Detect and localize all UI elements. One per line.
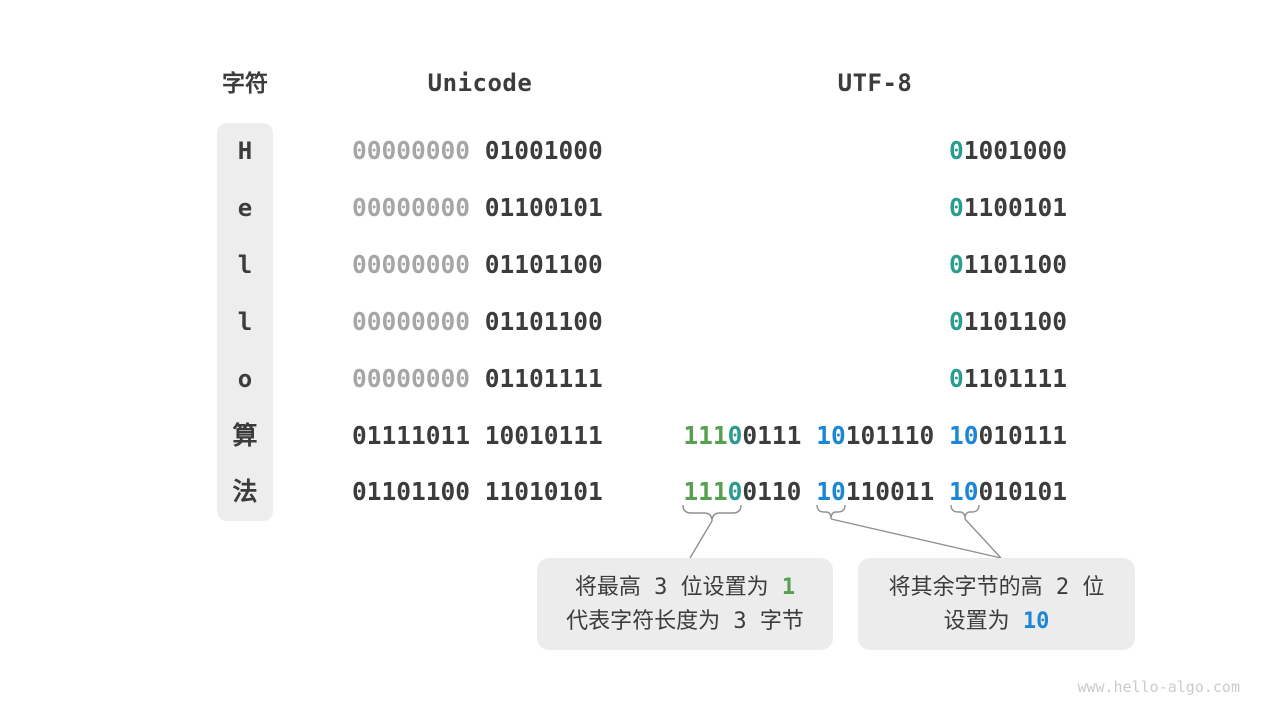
binary-segment-green: 111 (683, 420, 728, 450)
callout-text: 字节 (759, 608, 804, 633)
binary-segment-dark: 01101100 (470, 306, 603, 336)
binary-segment-dark: 01101100 (470, 249, 603, 279)
binary-segment-teal: 0 (948, 249, 964, 279)
callout-text: 位设置为 (680, 574, 769, 599)
connector-line-byte2 (830, 518, 1002, 559)
binary-segment-dark: 1001000 (963, 136, 1067, 165)
binary-segment-dark: 1101100 (963, 249, 1067, 279)
binary-segment-gray: 00000000 (352, 363, 471, 393)
binary-segment-dark: 0111 (742, 420, 817, 450)
callout-text (769, 575, 782, 600)
binary-segment-teal: 0 (948, 363, 964, 393)
binary-segment-green: 111 (683, 477, 728, 507)
binary-segment-dark: 101110 (845, 420, 949, 450)
char-cell: 算 (232, 421, 258, 450)
binary-segment-dark: 01111011 10010111 (352, 420, 603, 450)
binary-segment-teal: 0 (948, 306, 964, 336)
binary-segment-blue: 10 (816, 420, 846, 450)
column-header-char: 字符 (222, 70, 268, 96)
unicode-cell: 00000000 01101100 (352, 305, 603, 339)
callout-3bit-prefix: 将最高 3 位设置为 1 代表字符长度为 3 字节 (537, 558, 833, 650)
connector-line-byte3 (964, 518, 1002, 559)
callout-line: 将其余字节的高 2 位 (889, 570, 1105, 604)
char-cell: l (237, 307, 253, 336)
binary-segment-dark: 0110 (742, 477, 817, 507)
callout-text: 设置为 (943, 608, 1010, 633)
binary-segment-gray: 00000000 (352, 136, 471, 165)
char-cell: e (237, 193, 253, 222)
binary-segment-gray: 00000000 (352, 306, 471, 336)
utf8-cell: 01101100 (949, 305, 1067, 339)
watermark: www.hello-algo.com (1077, 678, 1240, 696)
callout-accent-bits: 10 (1022, 609, 1050, 634)
binary-segment-teal: 0 (948, 192, 964, 222)
char-column-background (217, 123, 273, 521)
connector-line-prefix (689, 520, 713, 559)
unicode-cell: 00000000 01001000 (352, 134, 603, 168)
callout-text: 将最高 (574, 574, 641, 599)
binary-segment-dark: 110011 (845, 477, 949, 507)
binary-segment-dark: 1101111 (963, 363, 1067, 393)
utf8-cell: 11100110 10110011 10010101 (683, 475, 1067, 509)
char-cell: l (237, 250, 253, 279)
binary-segment-teal: 0 (727, 477, 743, 507)
binary-segment-blue: 10 (816, 477, 846, 507)
callout-continuation-prefix: 将其余字节的高 2 位 设置为 10 (858, 558, 1135, 650)
binary-segment-gray: 00000000 (352, 192, 471, 222)
callout-line: 设置为 10 (944, 604, 1050, 638)
binary-segment-dark: 01101111 (470, 363, 603, 393)
unicode-cell: 01111011 10010111 (352, 419, 603, 453)
binary-segment-dark: 01101100 11010101 (352, 477, 603, 507)
utf8-cell: 01001000 (949, 134, 1067, 168)
binary-segment-blue: 10 (948, 420, 979, 450)
column-header-unicode: Unicode (427, 69, 533, 97)
char-cell: o (237, 364, 253, 393)
callout-text (1010, 609, 1023, 634)
callout-line: 代表字符长度为 3 字节 (566, 604, 804, 638)
binary-segment-dark: 010101 (978, 477, 1067, 507)
binary-segment-gray: 00000000 (352, 249, 471, 279)
callout-text: 将其余字节的高 (888, 574, 1043, 599)
callout-text: 代表字符长度为 (566, 608, 721, 633)
utf8-cell: 01100101 (949, 191, 1067, 225)
callout-accent-bits: 1 (781, 575, 796, 600)
char-cell: 法 (232, 478, 258, 507)
callout-text: 2 (1042, 575, 1083, 600)
binary-segment-dark: 01001000 (470, 136, 603, 165)
unicode-cell: 00000000 01100101 (352, 191, 603, 225)
unicode-cell: 00000000 01101111 (352, 362, 603, 396)
callout-text: 3 (720, 609, 760, 634)
callout-text: 位 (1082, 574, 1105, 599)
binary-segment-dark: 1100101 (963, 192, 1067, 222)
utf8-cell: 11100111 10101110 10010111 (683, 419, 1067, 453)
unicode-cell: 01101100 11010101 (352, 475, 603, 509)
unicode-cell: 00000000 01101100 (352, 248, 603, 282)
binary-segment-teal: 0 (727, 420, 743, 450)
callout-line: 将最高 3 位设置为 1 (575, 570, 795, 604)
binary-segment-dark: 01100101 (470, 192, 603, 222)
binary-segment-dark: 1101100 (963, 306, 1067, 336)
callout-text: 3 (640, 575, 681, 600)
binary-segment-teal: 0 (948, 136, 964, 165)
char-cell: H (237, 137, 253, 165)
binary-segment-blue: 10 (948, 477, 979, 507)
column-header-utf8: UTF-8 (837, 69, 913, 97)
binary-segment-dark: 010111 (978, 420, 1067, 450)
utf8-cell: 01101100 (949, 248, 1067, 282)
utf8-cell: 01101111 (949, 362, 1067, 396)
